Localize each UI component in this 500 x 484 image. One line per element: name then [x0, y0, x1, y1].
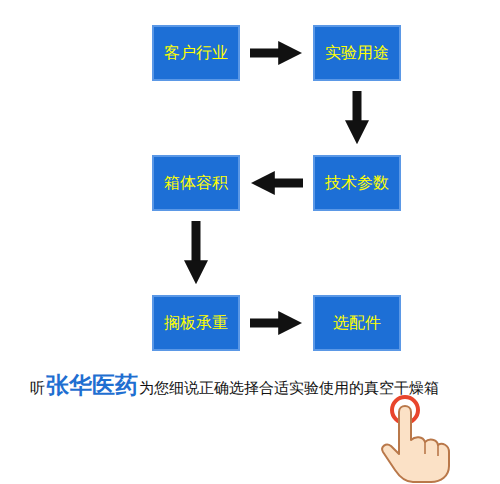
box-label: 实验用途 [325, 43, 389, 62]
box-label: 客户行业 [164, 43, 228, 62]
process-box: 技术参数 [313, 155, 401, 211]
footer-text: 为您细说正确选择合适实验使用的真空干燥箱 [139, 379, 439, 398]
footer-line: 听张华医药为您细说正确选择合适实验使用的真空干燥箱 [30, 370, 439, 401]
process-box: 实验用途 [313, 25, 401, 81]
process-box: 客户行业 [152, 25, 240, 81]
flow-arrow [250, 319, 283, 328]
footer-text: 张华医药 [46, 370, 138, 401]
process-box: 选配件 [313, 295, 401, 351]
flow-arrow [353, 91, 362, 125]
pointing-hand-icon [375, 390, 455, 484]
box-label: 箱体容积 [164, 173, 228, 192]
box-label: 选配件 [333, 313, 381, 332]
box-label: 搁板承重 [164, 313, 228, 332]
flow-arrow [192, 221, 201, 265]
process-box: 箱体容积 [152, 155, 240, 211]
flow-arrow [250, 49, 283, 58]
box-label: 技术参数 [325, 173, 389, 192]
process-box: 搁板承重 [152, 295, 240, 351]
flow-arrow [270, 179, 303, 188]
footer-text: 听 [30, 379, 45, 398]
